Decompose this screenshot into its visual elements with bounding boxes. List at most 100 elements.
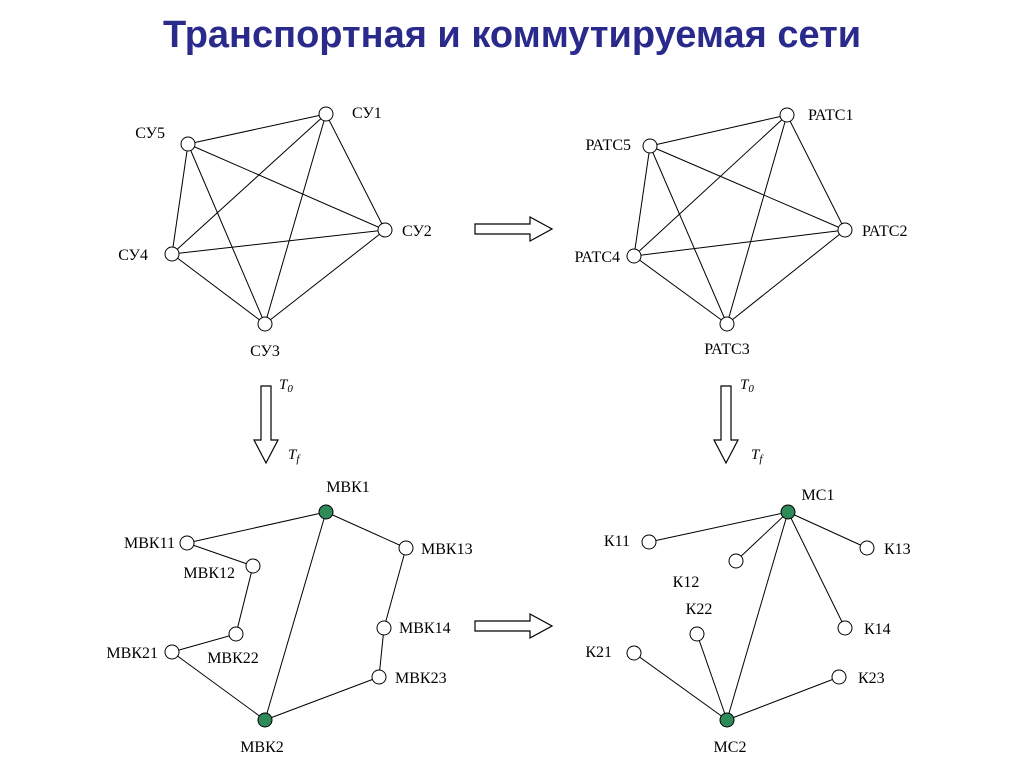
edge-r1-r3 bbox=[726, 114, 788, 325]
nodes-layer bbox=[164, 106, 875, 728]
node-label-r1: РАТС1 bbox=[808, 107, 853, 124]
node-label-k22: К22 bbox=[686, 601, 713, 618]
edge-mvk12-mvk22 bbox=[235, 565, 254, 635]
node-label-mvk12: МВК12 bbox=[183, 565, 235, 582]
node-k13 bbox=[859, 540, 875, 556]
node-su5 bbox=[180, 136, 196, 152]
node-k14 bbox=[837, 620, 853, 636]
node-k22 bbox=[689, 626, 705, 642]
edge-r3-r4 bbox=[633, 255, 728, 325]
node-mvk11 bbox=[179, 535, 195, 551]
edge-r4-r5 bbox=[633, 145, 651, 257]
edge-r1-r5 bbox=[649, 114, 788, 147]
edge-r1-r4 bbox=[633, 114, 788, 257]
node-r3 bbox=[719, 316, 735, 332]
node-label-su5: СУ5 bbox=[135, 125, 165, 142]
node-label-su4: СУ4 bbox=[118, 247, 148, 264]
node-mvk23 bbox=[371, 669, 387, 685]
edge-k23-mc2 bbox=[726, 676, 840, 721]
time-arrow-left bbox=[253, 385, 279, 465]
edge-su1-su2 bbox=[325, 113, 386, 231]
edge-mvk1-mvk13 bbox=[325, 511, 407, 549]
node-label-k11: К11 bbox=[604, 533, 630, 550]
node-su2 bbox=[377, 222, 393, 238]
node-k12 bbox=[728, 553, 744, 569]
node-label-r3: РАТС3 bbox=[704, 341, 749, 358]
labels-layer: СУ1СУ2СУ3СУ4СУ5РАТС1РАТС2РАТС3РАТС4РАТС5… bbox=[106, 105, 910, 756]
edge-mc1-k11 bbox=[648, 511, 789, 543]
node-label-k12: К12 bbox=[673, 574, 700, 591]
edge-r1-r2 bbox=[786, 114, 846, 231]
edge-su1-su5 bbox=[187, 113, 327, 145]
edge-su1-su4 bbox=[171, 113, 327, 255]
node-mvk13 bbox=[398, 540, 414, 556]
node-mvk12 bbox=[245, 558, 261, 574]
t0-label-right: T0 bbox=[740, 377, 754, 395]
node-label-mvk2: МВК2 bbox=[240, 739, 284, 756]
node-label-k13: К13 bbox=[884, 541, 911, 558]
edge-mvk14-mvk23 bbox=[378, 627, 385, 678]
edge-mvk22-mvk21 bbox=[171, 633, 237, 653]
node-r1 bbox=[779, 107, 795, 123]
node-k21 bbox=[626, 645, 642, 661]
edge-mvk21-mvk2 bbox=[171, 651, 266, 721]
edge-mvk13-mvk14 bbox=[383, 547, 407, 629]
node-r4 bbox=[626, 248, 642, 264]
edge-su4-su5 bbox=[171, 143, 189, 255]
node-label-mc2: МС2 bbox=[714, 739, 747, 756]
edge-mc1-k12 bbox=[735, 511, 789, 562]
edge-su3-su5 bbox=[187, 143, 266, 325]
edge-su2-su3 bbox=[264, 229, 386, 325]
edge-su3-su4 bbox=[171, 253, 266, 325]
edges-layer bbox=[171, 113, 868, 721]
edge-k22-mc2 bbox=[696, 633, 728, 721]
edge-r2-r5 bbox=[649, 145, 846, 231]
node-k11 bbox=[641, 534, 657, 550]
time-arrow-right bbox=[713, 385, 739, 465]
transform-arrow-bottom bbox=[474, 612, 554, 640]
edge-r3-r5 bbox=[649, 145, 728, 325]
edge-r2-r3 bbox=[726, 229, 846, 325]
node-mvk22 bbox=[228, 626, 244, 642]
node-mvk2 bbox=[257, 712, 273, 728]
node-label-r5: РАТС5 bbox=[586, 137, 631, 154]
node-label-k14: К14 bbox=[864, 621, 891, 638]
slide-title: Транспортная и коммутируемая сети bbox=[162, 14, 862, 56]
node-k23 bbox=[831, 669, 847, 685]
node-label-r4: РАТС4 bbox=[575, 249, 620, 266]
node-label-mvk13: МВК13 bbox=[421, 541, 473, 558]
edge-su2-su4 bbox=[171, 229, 386, 255]
edge-mc1-k14 bbox=[787, 511, 846, 629]
node-label-mvk21: МВК21 bbox=[106, 645, 158, 662]
edge-mc1-k13 bbox=[787, 511, 868, 549]
node-label-su2: СУ2 bbox=[402, 223, 432, 240]
node-su4 bbox=[164, 246, 180, 262]
node-label-mvk22: МВК22 bbox=[207, 650, 259, 667]
node-label-mvk14: МВК14 bbox=[399, 620, 451, 637]
node-mc1 bbox=[780, 504, 796, 520]
edge-k21-mc2 bbox=[633, 652, 728, 721]
edge-mvk1-mvk2 bbox=[264, 511, 327, 721]
node-label-mc1: МС1 bbox=[802, 487, 835, 504]
node-label-su3: СУ3 bbox=[250, 343, 280, 360]
node-label-r2: РАТС2 bbox=[862, 223, 907, 240]
edge-mvk11-mvk12 bbox=[186, 542, 254, 567]
edge-su1-su3 bbox=[264, 113, 327, 325]
node-label-k23: К23 bbox=[858, 670, 885, 687]
node-mc2 bbox=[719, 712, 735, 728]
node-su3 bbox=[257, 316, 273, 332]
edge-mvk23-mvk2 bbox=[264, 676, 380, 721]
tf-label-left: Tf bbox=[288, 447, 301, 465]
node-label-mvk23: МВК23 bbox=[395, 670, 447, 687]
node-mvk21 bbox=[164, 644, 180, 660]
node-r5 bbox=[642, 138, 658, 154]
node-label-mvk11: МВК11 bbox=[124, 535, 175, 552]
node-mvk14 bbox=[376, 620, 392, 636]
node-mvk1 bbox=[318, 504, 334, 520]
edge-mvk1-mvk11 bbox=[186, 511, 327, 544]
node-label-mvk1: МВК1 bbox=[326, 479, 370, 496]
transform-arrow-top bbox=[474, 215, 554, 243]
node-su1 bbox=[318, 106, 334, 122]
